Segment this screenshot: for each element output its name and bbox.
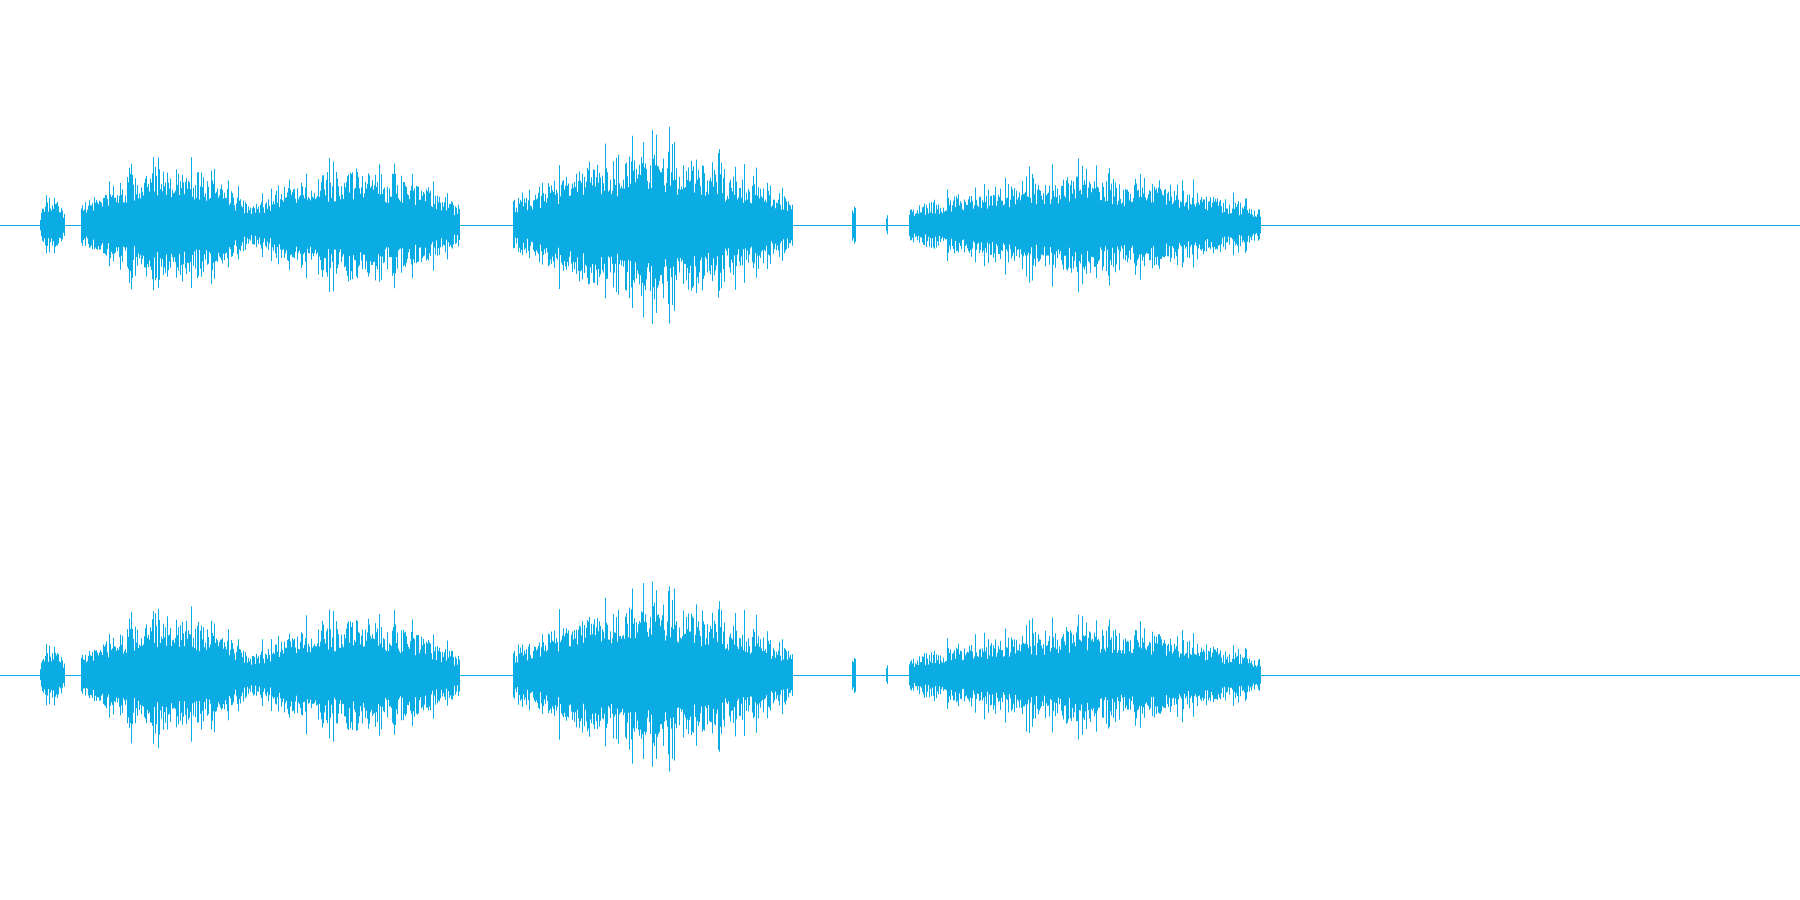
waveform-samples [40,581,1261,772]
waveform-samples [40,126,1261,324]
channel-right-waveform [0,581,1800,772]
channel-left-waveform [0,126,1800,324]
